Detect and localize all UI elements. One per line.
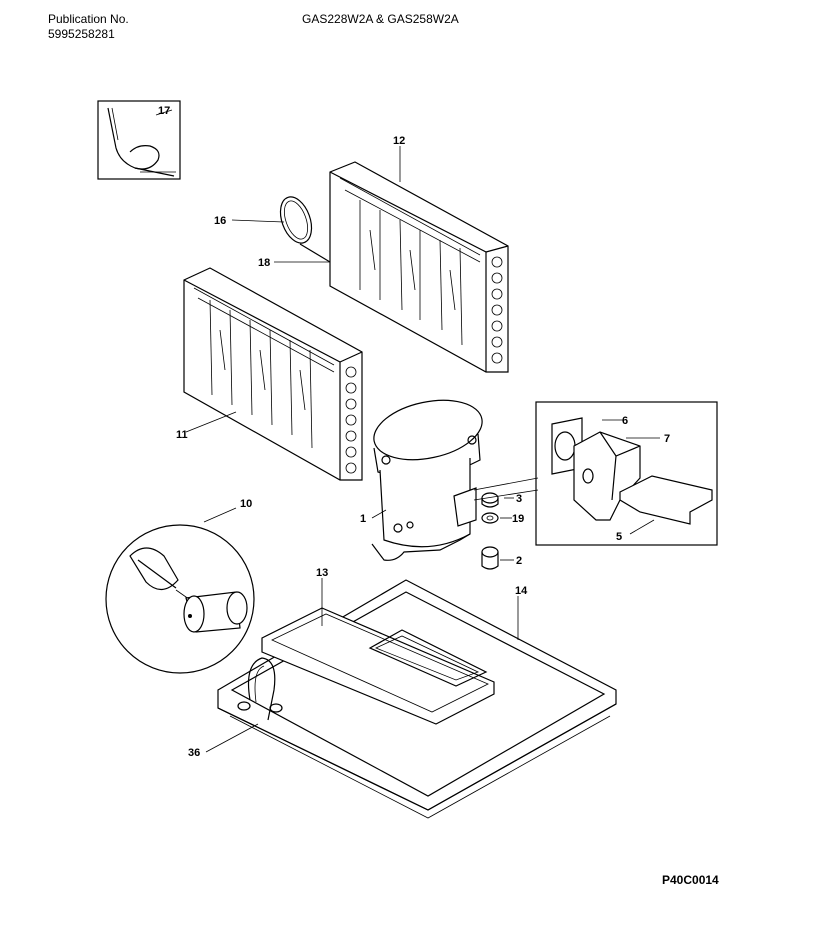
part-10-capacitor-detail (105, 524, 255, 674)
callout-2: 2 (516, 555, 522, 567)
callout-6: 6 (622, 415, 628, 427)
callout-1: 1 (360, 513, 366, 525)
callout-10: 10 (240, 498, 252, 510)
part-1-compressor (371, 399, 483, 561)
part-5-bracket (619, 475, 713, 525)
part-7-terminal-cover (573, 431, 641, 521)
callout-11: 11 (176, 429, 188, 441)
callout-5: 5 (616, 531, 622, 543)
model-numbers: GAS228W2A & GAS258W2A (302, 12, 459, 26)
publication-label: Publication No. (48, 12, 129, 26)
part-19-washer (481, 512, 499, 524)
callout-36: 36 (188, 747, 200, 759)
part-18-tube (299, 243, 331, 263)
part-2-grommet (481, 546, 499, 570)
callout-19: 19 (512, 513, 524, 525)
leader-lines (155, 109, 660, 753)
part-36-wire-loop (247, 657, 276, 721)
callout-12: 12 (393, 135, 405, 147)
callout-18: 18 (258, 257, 270, 269)
diagram-code: P40C0014 (662, 873, 719, 887)
part-3-nut (481, 492, 499, 508)
callout-17: 17 (158, 105, 170, 117)
callout-14: 14 (515, 585, 528, 597)
part-16-capillary-tube (279, 196, 313, 244)
callout-3: 3 (516, 493, 522, 505)
callout-16: 16 (214, 215, 226, 227)
callout-7: 7 (664, 433, 670, 445)
callout-13: 13 (316, 567, 328, 579)
part-17-sensor-inset (97, 100, 181, 180)
part-11-evaporator-coil (183, 267, 363, 481)
terminal-cover-inset-box (535, 401, 718, 546)
publication-number: 5995258281 (48, 27, 115, 41)
part-12-condenser-coil (329, 161, 509, 373)
